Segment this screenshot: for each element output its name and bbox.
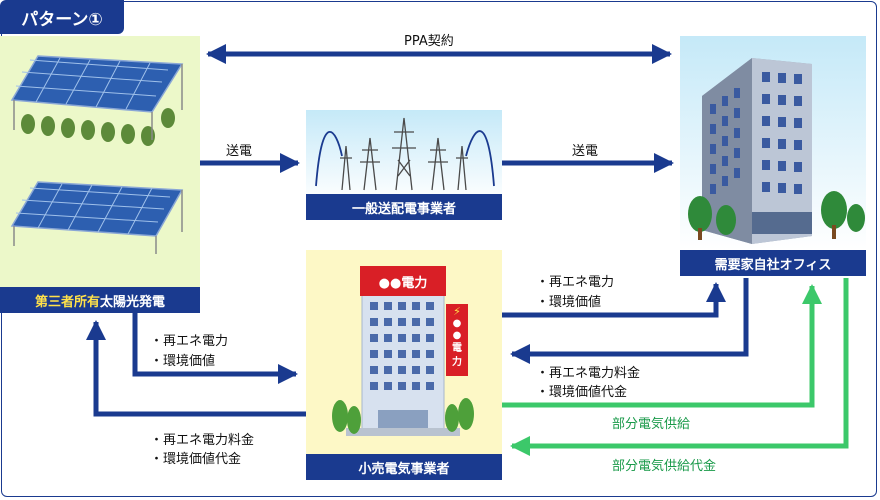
retailer-sign-vertical: ⚡ ● ● 電 力 [446, 306, 468, 370]
retailer-label: 小売電気事業者 [306, 454, 502, 480]
gen-to-retail-arrow [132, 313, 298, 384]
grid-area [306, 110, 502, 202]
retail-to-gen-arrow [86, 320, 306, 417]
sign-char-1: ● [452, 318, 462, 329]
customer-label: 需要家自社オフィス [680, 250, 866, 276]
generator-label-highlight: 第三者所有 [34, 294, 100, 310]
retail-to-gen-line-2: ・環境価値代金 [150, 452, 242, 467]
grid-operator-label: 一般送配電事業者 [306, 194, 502, 220]
customer-to-retail-line-1: ・再エネ電力料金 [536, 366, 641, 381]
sign-char-2: ● [452, 330, 462, 341]
lightning-icon: ⚡ [453, 305, 461, 318]
gen-to-retail-line-2: ・環境価値 [150, 354, 216, 369]
transmission-towers [340, 117, 468, 191]
pattern-tab: パターン① [0, 0, 124, 34]
retailer-building [332, 266, 474, 436]
retailer-sign-top: ●●電力 [378, 275, 428, 291]
partial-supply-arrow [502, 284, 822, 408]
partial-supply-label: 部分電気供給 [612, 417, 691, 432]
power-line-curve-left [315, 131, 343, 187]
generator-label: 第三者所有太陽光発電 [0, 287, 200, 313]
retail-to-gen-line-1: ・再エネ電力料金 [150, 433, 255, 448]
sign-char-4: 力 [452, 357, 462, 368]
transmission-label-1: 送電 [226, 144, 253, 159]
partial-supply-payment-arrow [510, 278, 849, 456]
ppa-label: PPA契約 [404, 34, 454, 49]
solar-array-top [10, 55, 184, 146]
customer-to-retail-arrow [510, 278, 749, 364]
sign-char-3: 電 [452, 343, 462, 354]
transmission-label-2: 送電 [572, 144, 599, 159]
retail-to-customer-arrow [502, 282, 726, 318]
gen-to-retail-line-1: ・再エネ電力 [150, 334, 229, 349]
generator-label-rest: 太陽光発電 [100, 294, 166, 310]
retail-to-customer-line-2: ・環境価値 [536, 295, 602, 310]
partial-supply-payment-label: 部分電気供給代金 [612, 459, 717, 474]
office-building [688, 58, 865, 244]
power-line-curve-right [465, 130, 495, 187]
customer-to-retail-line-2: ・環境価値代金 [536, 385, 628, 400]
solar-array-bottom [10, 181, 184, 254]
retail-to-customer-line-1: ・再エネ電力 [536, 275, 615, 290]
